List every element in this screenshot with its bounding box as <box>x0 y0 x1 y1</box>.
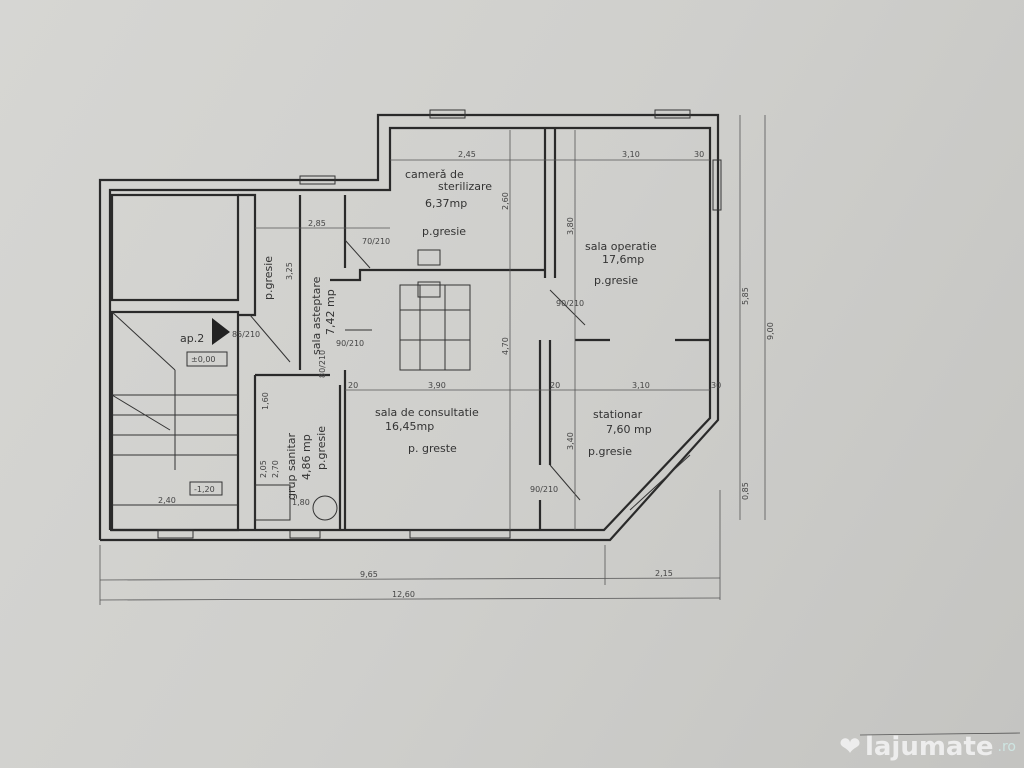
dimension-label: 20 <box>550 381 560 390</box>
room-floor: p.gresie <box>422 225 466 238</box>
dimension-lines <box>99 115 1021 736</box>
dimension-label: 3,40 <box>566 432 575 450</box>
dimension-label: 4,70 <box>501 337 510 355</box>
interior-walls <box>110 109 722 539</box>
entrance-arrow-icon <box>212 318 230 345</box>
level-marker: ±0,00 <box>191 355 216 364</box>
dimension-label: 2,05 <box>259 460 268 478</box>
dimension-label: 30 <box>711 381 721 390</box>
watermark-brand: lajumate <box>864 732 994 762</box>
dimension-label: 2,70 <box>271 460 280 478</box>
room-area: 7,42 mp <box>324 289 337 335</box>
outer-walls <box>98 113 720 542</box>
door-label: 90/210 <box>530 485 558 494</box>
dimension-label: 3,80 <box>566 217 575 235</box>
dimension-label: 1,60 <box>261 392 270 410</box>
room-floor: p.gresie <box>588 445 632 458</box>
room-name: stationar <box>593 408 643 421</box>
apartment-label: ap.2 <box>180 332 204 345</box>
level-marker: -1,20 <box>194 485 215 494</box>
dimension-label: 30 <box>694 150 704 159</box>
dimension-label: 2,85 <box>308 219 326 228</box>
room-area: 6,37mp <box>425 197 467 210</box>
lajumate-watermark-logo: ❤ lajumate.ro <box>839 732 1016 762</box>
room-area: 7,60 mp <box>606 423 652 436</box>
dimension-label: 5,85 <box>741 287 750 305</box>
dimension-label: 3,90 <box>428 381 446 390</box>
dimension-label: 2,15 <box>655 569 673 578</box>
room-name: grup sanitar <box>285 432 298 500</box>
dimension-label: 0,85 <box>741 482 750 500</box>
watermark-tld: .ro <box>997 739 1016 755</box>
room-floor: p.gresie <box>315 426 328 470</box>
dimension-label: 3,25 <box>285 262 294 280</box>
dimension-label: 20 <box>348 381 358 390</box>
room-name: sterilizare <box>438 180 492 193</box>
door-label: 90/210 <box>556 299 584 308</box>
room-floor: p. greste <box>408 442 457 455</box>
room-name: sala operatie <box>585 240 657 253</box>
dimension-label: 9,00 <box>766 322 775 340</box>
room-name: sala de consultatie <box>375 406 479 419</box>
dimension-label: 12,60 <box>392 590 415 599</box>
dimension-label: 3,10 <box>622 150 640 159</box>
door-label: 70/210 <box>362 237 390 246</box>
lajumate-logo-icon: ❤ <box>839 732 861 762</box>
door-label: 80/210 <box>318 350 327 378</box>
door-label: 85/210 <box>232 330 260 339</box>
dimension-label: 2,60 <box>501 192 510 210</box>
dimension-label: 1,80 <box>292 498 310 507</box>
room-area: 4,86 mp <box>300 434 313 480</box>
room-floor: p.gresie <box>262 256 275 300</box>
dimension-label: 3,10 <box>632 381 650 390</box>
room-area: 16,45mp <box>385 420 434 433</box>
door-label: 90/210 <box>336 339 364 348</box>
room-floor: p.gresie <box>594 274 638 287</box>
room-name: sala asteptare <box>310 276 323 355</box>
dimension-label: 2,45 <box>458 150 476 159</box>
room-name: camerǎ de <box>405 168 464 181</box>
room-area: 17,6mp <box>602 253 644 266</box>
dimension-label: 9,65 <box>360 570 378 579</box>
dimension-label: 2,40 <box>158 496 176 505</box>
